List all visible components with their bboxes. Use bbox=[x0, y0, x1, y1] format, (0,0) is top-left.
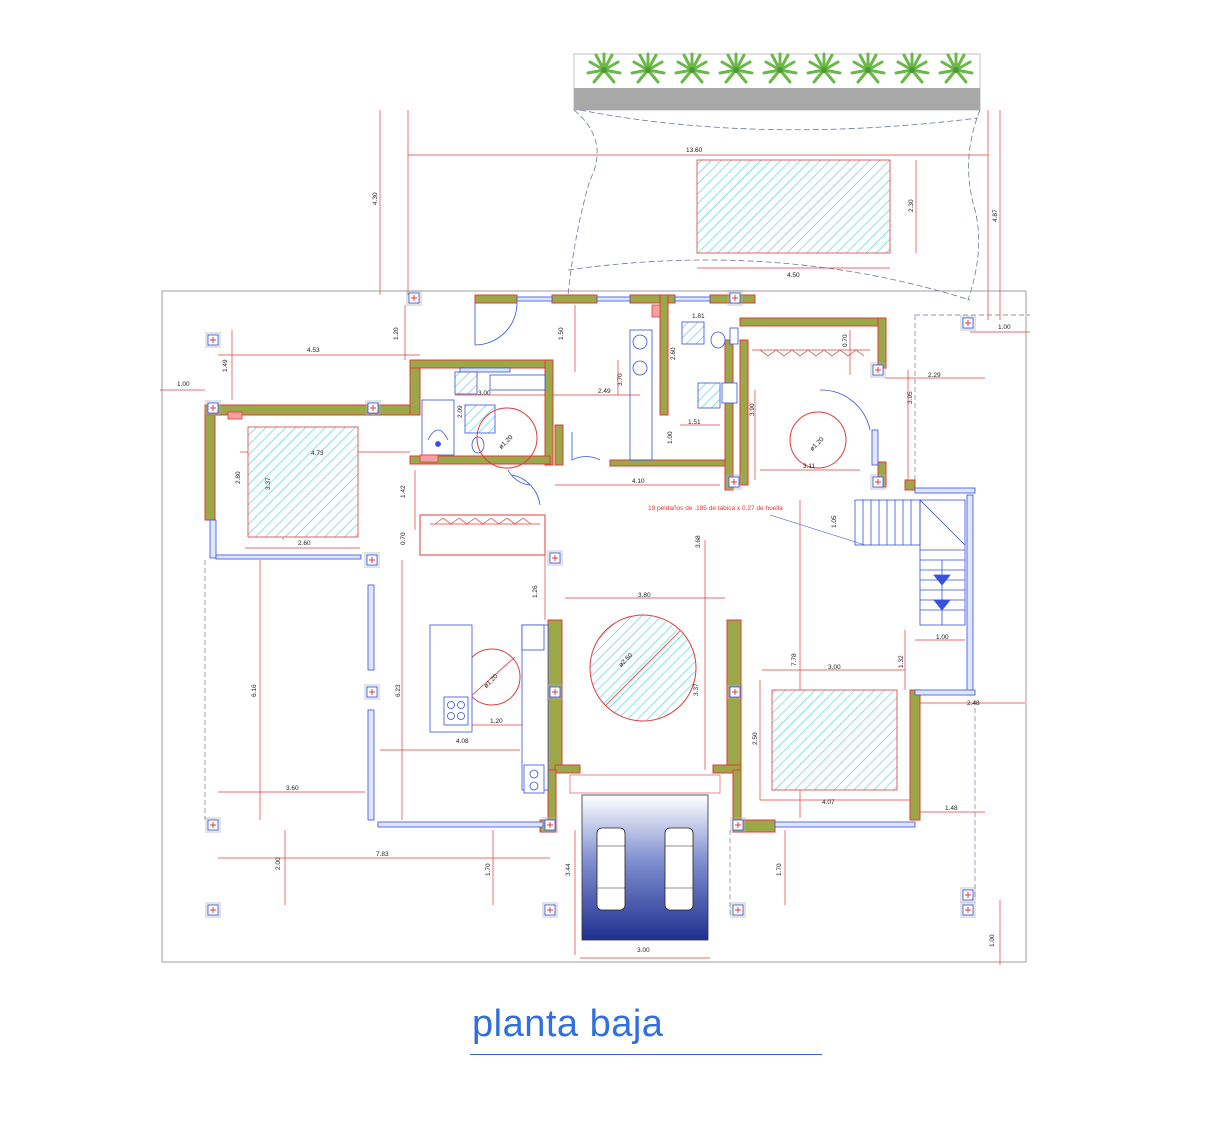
pool bbox=[696, 159, 891, 254]
dim-4-30: 4.30 bbox=[372, 192, 379, 205]
dim-7-83: 7.83 bbox=[376, 851, 389, 858]
windows bbox=[209, 296, 976, 828]
dim-2-00: 2.00 bbox=[275, 857, 282, 870]
dimension-labels: 13.60 4.30 2.30 4.87 4.50 1.00 1.00 1.20… bbox=[177, 147, 1011, 954]
dim-3-00-bath: 3.00 bbox=[478, 390, 491, 397]
bathroom-fixtures bbox=[227, 371, 546, 463]
dim-1-81: 1.81 bbox=[692, 313, 705, 320]
dim-1-26: 1.26 bbox=[532, 585, 539, 598]
dim-1-20-top: 1.20 bbox=[393, 327, 400, 340]
dim-2-60-a: 2.60 bbox=[670, 347, 677, 360]
dim-2-49: 2.49 bbox=[598, 388, 611, 395]
dim-0-70-b: 0.70 bbox=[400, 532, 407, 545]
dim-4-10: 4.10 bbox=[632, 478, 645, 485]
dim-3-90: 3.90 bbox=[749, 403, 756, 416]
dim-2-48: 2.48 bbox=[967, 700, 980, 707]
dim-4-87: 4.87 bbox=[992, 209, 999, 222]
dim-1-00-stair: 1.00 bbox=[936, 634, 949, 641]
patio-outline bbox=[567, 109, 981, 301]
dim-3-95: 3.95 bbox=[907, 391, 914, 404]
dim-1-00-a: 1.00 bbox=[998, 324, 1011, 331]
dim-1-00-b: 1.00 bbox=[177, 381, 190, 388]
dim-3-80: 3.80 bbox=[638, 592, 651, 599]
dim-6-23: 6.23 bbox=[395, 684, 402, 697]
dim-2-30: 2.30 bbox=[908, 199, 915, 212]
stair-note-leader bbox=[769, 514, 866, 546]
stair-note: 19 peldaños de .185 de tabica x 0.27 de … bbox=[648, 505, 783, 512]
dim-3-11: 3.11 bbox=[803, 463, 816, 470]
dim-13-60: 13.60 bbox=[686, 147, 703, 154]
dim-1-42: 1.42 bbox=[400, 485, 407, 498]
plan-title: planta baja bbox=[472, 1003, 664, 1045]
staircase bbox=[854, 499, 966, 626]
dim-4-73: 4.73 bbox=[311, 450, 324, 457]
dim-0-70-a: 0.70 bbox=[842, 334, 849, 347]
dim-1-32: 1.32 bbox=[898, 655, 905, 668]
dim-2-60-b: 2.60 bbox=[298, 540, 311, 547]
turning-circle-bath-label: ø1.20 bbox=[498, 434, 515, 451]
dim-4-50: 4.50 bbox=[787, 272, 800, 279]
wardrobes bbox=[430, 349, 870, 525]
dim-4-08: 4.08 bbox=[456, 738, 469, 745]
dim-3-37-b: 3.37 bbox=[693, 683, 700, 696]
dim-1-51: 1.51 bbox=[688, 419, 701, 426]
dimension-lines bbox=[160, 110, 1030, 965]
dim-1-00-e: 1.00 bbox=[667, 431, 674, 444]
walls bbox=[204, 294, 921, 833]
turning-circle-kitchen-label: ø1.20 bbox=[483, 673, 500, 690]
kitchen bbox=[429, 624, 549, 794]
bathroom2-fixtures bbox=[629, 304, 739, 461]
garage bbox=[569, 774, 721, 941]
dim-1-49: 1.49 bbox=[222, 359, 229, 372]
doors bbox=[474, 302, 871, 506]
dim-3-37-a: 3.37 bbox=[265, 477, 272, 490]
dim-1-00-c: 1.00 bbox=[989, 934, 996, 947]
turning-circle-bedroom-label: ø1.20 bbox=[809, 436, 826, 453]
dim-1-20-kitchen: 1.20 bbox=[490, 718, 503, 725]
bed-right bbox=[771, 689, 898, 791]
dim-2-80: 2.80 bbox=[235, 471, 242, 484]
dim-2-09: 2.09 bbox=[457, 405, 464, 418]
dim-7-78: 7.78 bbox=[791, 653, 798, 666]
dim-1-48: 1.48 bbox=[945, 805, 958, 812]
dim-3-68: 3.68 bbox=[695, 535, 702, 548]
dim-2-29: 2.29 bbox=[928, 372, 941, 379]
dim-4-07: 4.07 bbox=[822, 799, 835, 806]
dim-2-50: 2.50 bbox=[752, 732, 759, 745]
dim-6-16: 6.16 bbox=[251, 684, 258, 697]
dim-1-05: 1.05 bbox=[831, 515, 838, 528]
dim-1-70-b: 1.70 bbox=[776, 863, 783, 876]
dim-1-50: 1.50 bbox=[558, 327, 565, 340]
dim-3-60: 3.60 bbox=[286, 785, 299, 792]
dim-3-00-c: 3.00 bbox=[637, 947, 650, 954]
dim-1-70-a: 1.70 bbox=[485, 863, 492, 876]
garden-planter bbox=[573, 52, 981, 111]
dim-3-44: 3.44 bbox=[565, 863, 572, 876]
dim-3-00-b: 3.00 bbox=[828, 664, 841, 671]
turning-circles: ø1.20 ø1.20 ø1.20 ø2.50 bbox=[463, 407, 847, 722]
lot-outline bbox=[161, 290, 1027, 963]
bed-left bbox=[247, 426, 359, 538]
dim-4-53: 4.53 bbox=[307, 347, 320, 354]
title-underline bbox=[470, 1054, 822, 1055]
dim-3-70: 3.70 bbox=[617, 373, 624, 386]
